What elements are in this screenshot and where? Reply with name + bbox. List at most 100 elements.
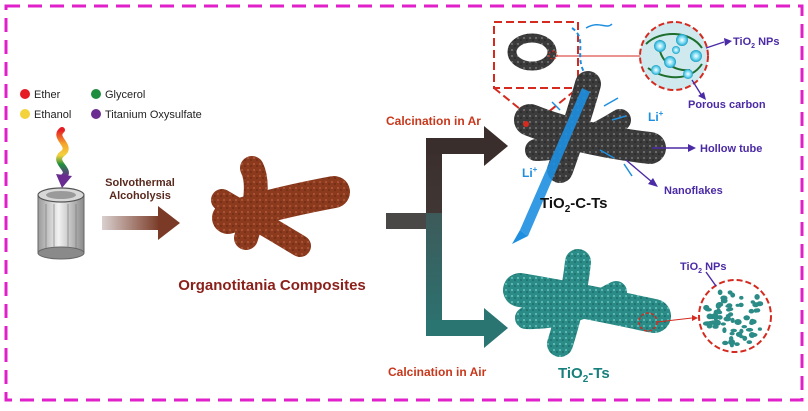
tio2-nanoparticle xyxy=(722,327,727,334)
tio2-nps-bottom-suffix: NPs xyxy=(702,261,726,273)
tio2-nanoparticle xyxy=(738,302,744,308)
tio2-nps-bottom-sub: 2 xyxy=(698,268,702,275)
zoom-arrowhead-bottom xyxy=(692,315,698,321)
organotitania-label: Organotitania Composites xyxy=(178,277,366,294)
tio2-nanoparticle xyxy=(745,327,754,332)
tio2-nanoparticle xyxy=(739,328,744,334)
tio2-nanoparticle xyxy=(703,304,710,311)
hollow-tube-label: Hollow tube xyxy=(700,143,762,155)
legend-label-titanium-oxysulfate: Titanium Oxysulfate xyxy=(105,109,202,121)
tio2-nanoparticle xyxy=(746,340,753,344)
tio2-ts-particle xyxy=(503,249,671,357)
nanoflakes-label: Nanoflakes xyxy=(664,185,723,197)
tio2-nanoparticle xyxy=(712,324,719,329)
ethanol-dot-icon xyxy=(20,109,30,119)
dashed-frame xyxy=(4,4,804,402)
tio2-nanoparticle xyxy=(725,304,732,308)
legend: Ether Glycerol Ethanol Titanium Oxysulfa… xyxy=(20,89,202,121)
ether-dot-icon xyxy=(20,89,30,99)
cross-section-inset xyxy=(493,21,646,124)
titanium-oxysulfate-dot-icon xyxy=(91,109,101,119)
tio2-nanoparticle xyxy=(717,310,723,315)
tio2-nps-top-text: TiO xyxy=(733,36,752,48)
li-ion-label-right: Li+ xyxy=(648,109,664,124)
product-tio2-ts-label: TiO2-Ts xyxy=(558,365,610,385)
tio2-nanoparticle xyxy=(730,317,735,323)
legend-label-glycerol: Glycerol xyxy=(105,89,145,101)
li-ion-right-text: Li xyxy=(648,110,659,124)
legend-item-ether: Ether xyxy=(20,89,61,101)
zoom-connector-bottom xyxy=(656,317,693,323)
product-c-pre: TiO xyxy=(540,195,565,212)
tio2-nanoparticle xyxy=(717,315,723,320)
alcoholysis-label: Alcoholysis xyxy=(109,190,171,202)
tio2-nanoparticle xyxy=(720,298,728,304)
autoclave-icon xyxy=(37,187,85,260)
tio2-nanoparticle xyxy=(726,308,732,312)
tio2-nanoparticle xyxy=(757,327,763,331)
tio2-nanoparticle xyxy=(729,343,734,348)
li-beam-icon xyxy=(512,88,633,244)
tio2-np-cluster-top xyxy=(651,34,702,79)
tio2-nanoparticle xyxy=(755,308,761,313)
product-tio2-c-ts-label: TiO2-C-Ts xyxy=(540,195,608,215)
tio2-nanoparticle xyxy=(730,292,736,298)
tio2-nanoparticle xyxy=(748,332,756,338)
li-ion-label-left: Li+ xyxy=(522,165,538,180)
tio2-nanoparticle xyxy=(729,331,735,336)
porous-carbon-label: Porous carbon xyxy=(688,99,766,111)
tio2-nanoparticle xyxy=(741,325,748,329)
tio2-nanoparticle xyxy=(735,319,740,323)
tio2-nanoparticle xyxy=(720,322,726,326)
tio2-nanoparticle xyxy=(743,315,750,321)
porous-carbon-zoom xyxy=(639,21,709,91)
annotation-arrows xyxy=(625,38,732,187)
legend-label-ethanol: Ethanol xyxy=(34,109,71,121)
tio2-nanoparticle xyxy=(709,320,718,324)
tio2-nanoparticle xyxy=(722,340,729,346)
li-ion-left-text: Li xyxy=(522,166,533,180)
tio2-nanoparticle xyxy=(754,294,760,300)
product-air-sub: 2 xyxy=(583,374,589,385)
tio2-np-cluster-bottom xyxy=(702,289,764,348)
solvothermal-label: Solvothermal xyxy=(105,177,175,189)
product-air-pre: TiO xyxy=(558,365,583,382)
tio2-nps-bottom-text: TiO xyxy=(680,261,699,273)
tio2-nanoparticle xyxy=(749,318,756,325)
tio2-nps-label-bottom: TiO2 NPs xyxy=(680,261,727,275)
branch-arrows xyxy=(386,126,508,348)
glycerol-dot-icon xyxy=(91,89,101,99)
tio2-nanoparticle xyxy=(739,295,744,300)
li-ion-left-sup: + xyxy=(533,165,538,174)
legend-item-titanium-oxysulfate: Titanium Oxysulfate xyxy=(91,109,202,121)
tio2-nps-bottom-pointer xyxy=(705,271,717,287)
legend-label-ether: Ether xyxy=(34,89,61,101)
product-air-suffix: -Ts xyxy=(588,365,609,382)
tio2-nanoparticle xyxy=(715,302,721,309)
tio2-nanoparticle xyxy=(723,316,732,322)
tio2-nanoparticle xyxy=(730,328,737,333)
tio2-nps-zoom xyxy=(698,279,772,353)
solvothermal-arrow xyxy=(102,206,180,240)
legend-item-glycerol: Glycerol xyxy=(91,89,145,101)
product-c-suffix: -C-Ts xyxy=(570,195,607,212)
calcination-air-label: Calcination in Air xyxy=(388,365,487,379)
tio2-nps-top-sub: 2 xyxy=(751,43,755,50)
tio2-nanoparticle xyxy=(702,321,711,326)
tio2-nanoparticle xyxy=(729,336,734,342)
tio2-nanoparticle xyxy=(752,302,760,308)
organotitania-particle xyxy=(211,156,350,257)
tio2-nps-label-top: TiO2 NPs xyxy=(733,36,780,50)
tio2-nanoparticle xyxy=(748,308,755,314)
tio2-nanoparticle xyxy=(711,313,719,319)
product-c-sub: 2 xyxy=(565,204,571,215)
tio2-nanoparticle xyxy=(742,335,748,341)
tio2-nps-top-suffix: NPs xyxy=(755,36,779,48)
tio2-nanoparticle xyxy=(734,342,740,346)
tio2-nanoparticle xyxy=(717,289,723,296)
rainbow-arrow-icon xyxy=(56,127,72,188)
li-ion-right-sup: + xyxy=(659,109,664,118)
calcination-ar-label: Calcination in Ar xyxy=(386,114,481,128)
